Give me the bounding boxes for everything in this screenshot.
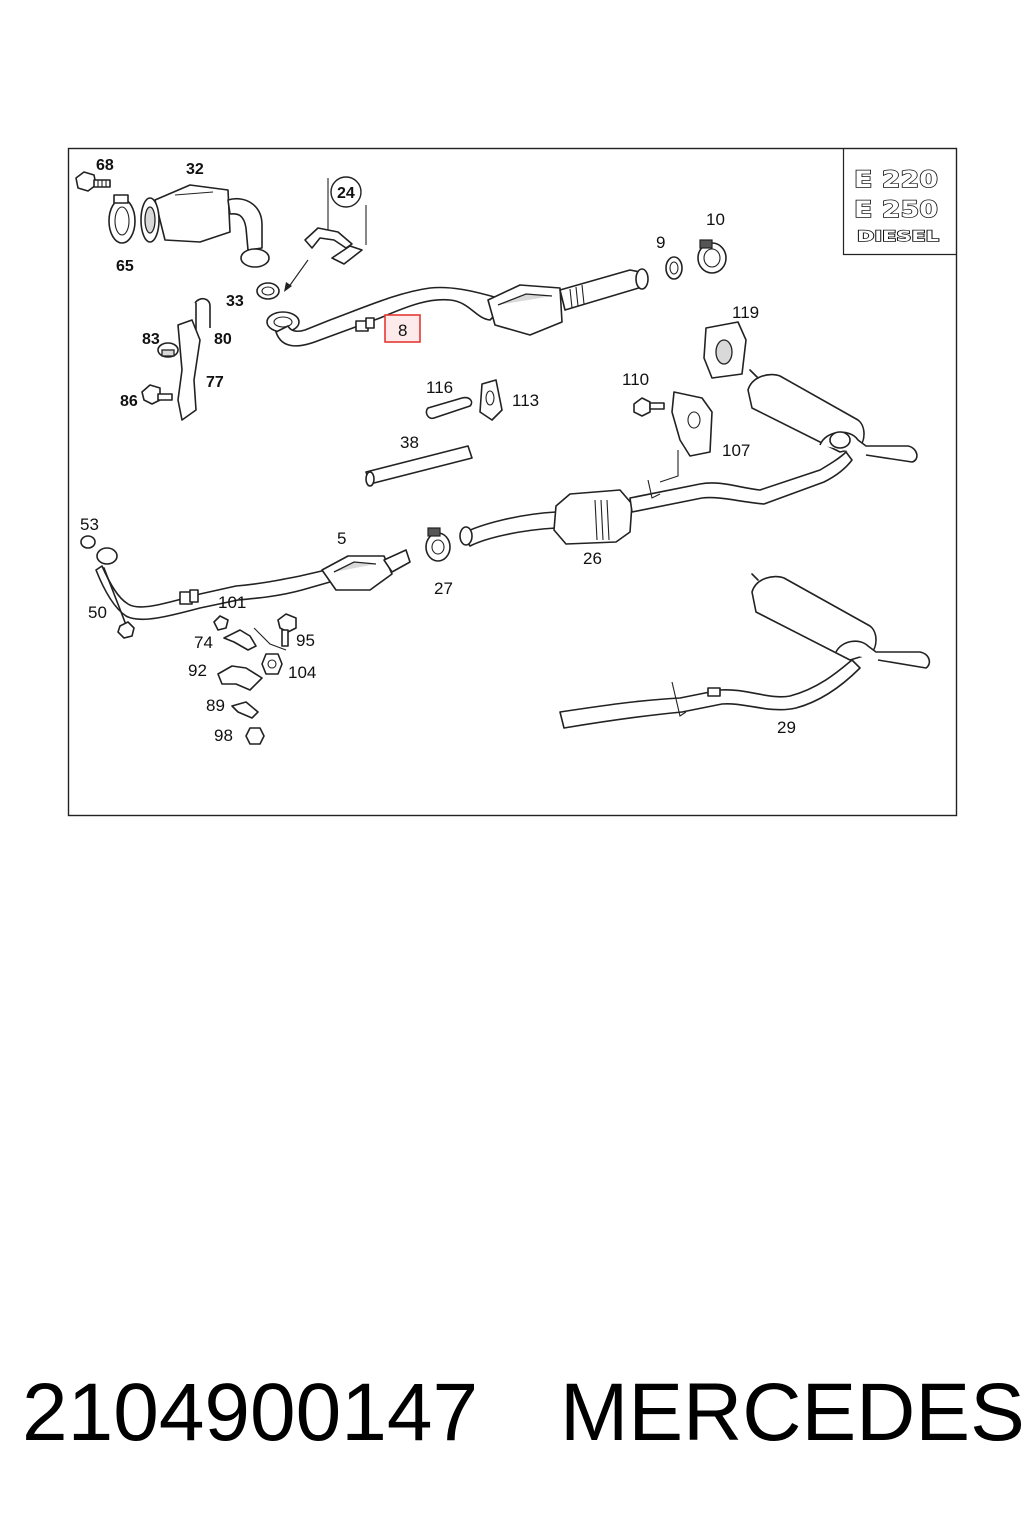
part-label-8[interactable]: 8 [398, 321, 407, 340]
part-label-86[interactable]: 86 [120, 393, 138, 410]
part-label-9[interactable]: 9 [656, 233, 665, 252]
part-label-50[interactable]: 50 [88, 603, 107, 622]
catalyst-32-drawing [140, 184, 270, 268]
bolt-68-drawing [75, 171, 111, 192]
front-pipe-5-drawing [80, 535, 411, 639]
hardware-small-drawing [213, 613, 297, 745]
part-label-110[interactable]: 110 [622, 370, 649, 389]
rubber-113-drawing [479, 379, 503, 421]
part-label-65[interactable]: 65 [116, 258, 134, 275]
part-label-101[interactable]: 101 [218, 593, 246, 612]
part-label-38[interactable]: 38 [400, 433, 419, 452]
part-label-98[interactable]: 98 [214, 726, 233, 745]
clamp-65-drawing [108, 194, 136, 244]
silencer-26-drawing [461, 451, 853, 547]
part-label-74[interactable]: 74 [194, 633, 213, 652]
model-line-2: E 250 [854, 198, 938, 223]
part-label-104[interactable]: 104 [288, 663, 316, 682]
model-badge: E 220 E 250 DIESEL [842, 148, 957, 256]
rear-muffler-top-drawing [747, 369, 918, 463]
part-label-10[interactable]: 10 [706, 210, 725, 229]
part-label-27[interactable]: 27 [434, 579, 453, 598]
part-label-95[interactable]: 95 [296, 631, 315, 650]
ring-9-drawing [665, 256, 683, 280]
caption-brand: MERCEDES [560, 1367, 1024, 1458]
pipe-38-drawing [365, 445, 473, 487]
highlight-box-part-8[interactable] [384, 314, 421, 343]
model-line-3: DIESEL [857, 229, 939, 245]
bolt-110-drawing [633, 397, 665, 417]
part-label-32[interactable]: 32 [186, 161, 204, 178]
clamp-27-drawing [425, 526, 473, 562]
gasket-33-drawing [256, 282, 280, 300]
callout-circle-24 [330, 176, 362, 208]
caption-part-number: 2104900147 [22, 1367, 479, 1458]
part-label-80[interactable]: 80 [214, 331, 232, 348]
part-label-113[interactable]: 113 [512, 391, 539, 410]
part-label-77[interactable]: 77 [206, 374, 224, 391]
part-label-83[interactable]: 83 [142, 331, 160, 348]
clamp-10-drawing [697, 239, 727, 274]
hanger-116-drawing [425, 396, 473, 420]
part-label-26[interactable]: 26 [583, 549, 602, 568]
front-pipe-8-drawing [266, 268, 649, 347]
part-label-89[interactable]: 89 [206, 696, 225, 715]
bracket-77-drawing [141, 297, 211, 421]
part-label-107[interactable]: 107 [722, 441, 750, 460]
bracket-24-drawing [284, 178, 367, 292]
rear-pipe-29-drawing [559, 573, 931, 729]
part-label-24[interactable]: 24 [337, 185, 355, 202]
caption: 2104900147 MERCEDES [22, 1366, 1024, 1460]
part-label-53[interactable]: 53 [80, 515, 99, 534]
bracket-107-drawing [659, 391, 713, 483]
model-line-1: E 220 [854, 168, 938, 193]
part-label-116[interactable]: 116 [426, 378, 453, 397]
part-label-68[interactable]: 68 [96, 157, 114, 174]
part-label-33[interactable]: 33 [226, 293, 244, 310]
part-label-5[interactable]: 5 [337, 529, 346, 548]
part-label-119[interactable]: 119 [732, 303, 759, 322]
part-label-92[interactable]: 92 [188, 661, 207, 680]
part-label-29[interactable]: 29 [777, 718, 796, 737]
mount-119-drawing [703, 321, 747, 379]
